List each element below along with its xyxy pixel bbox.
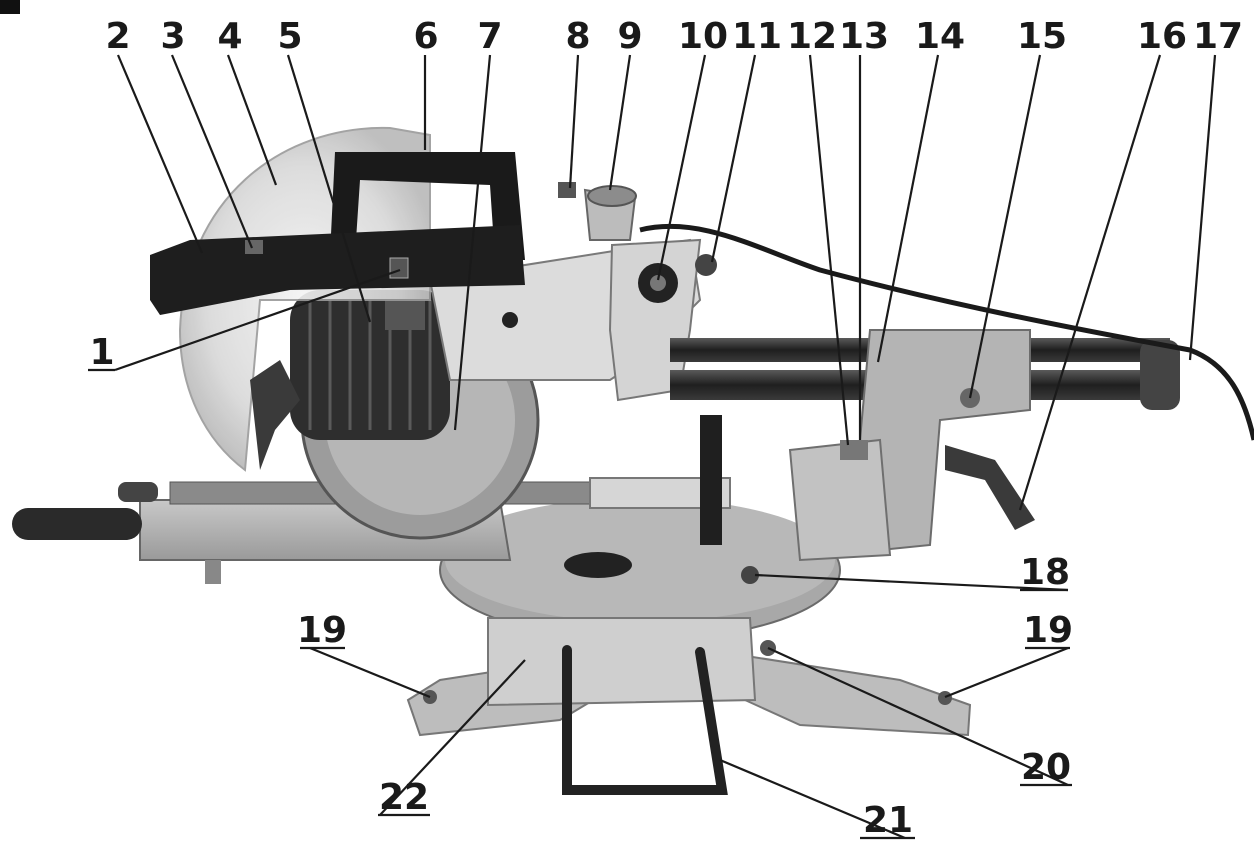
main-handle bbox=[330, 152, 525, 260]
callout-14: 14 bbox=[915, 16, 965, 57]
callout-20: 20 bbox=[1021, 747, 1071, 788]
callout-2: 2 bbox=[105, 16, 130, 57]
callout-13: 13 bbox=[839, 16, 889, 57]
callout-4: 4 bbox=[217, 16, 242, 57]
callout-labels: 2 3 4 5 6 7 8 9 10 11 12 13 14 15 16 17 … bbox=[89, 16, 1243, 841]
callout-8: 8 bbox=[565, 16, 590, 57]
carry-handle bbox=[562, 645, 728, 795]
callout-17: 17 bbox=[1193, 16, 1243, 57]
blade-guard bbox=[178, 126, 431, 472]
callout-1: 1 bbox=[89, 332, 114, 373]
power-cord bbox=[639, 223, 1254, 441]
callout-21: 21 bbox=[863, 800, 913, 841]
callout-19-right: 19 bbox=[1023, 610, 1073, 651]
leader-lines bbox=[88, 54, 1217, 840]
callout-7: 7 bbox=[477, 16, 502, 57]
base-foot-right bbox=[738, 653, 972, 737]
callout-16: 16 bbox=[1137, 16, 1187, 57]
saw-illustration bbox=[12, 126, 1254, 795]
callout-18: 18 bbox=[1020, 552, 1070, 593]
callout-9: 9 bbox=[617, 16, 642, 57]
callout-15: 15 bbox=[1017, 16, 1067, 57]
base-front-block bbox=[487, 617, 757, 707]
bevel-lock-lever bbox=[945, 445, 1035, 530]
callout-19-left: 19 bbox=[297, 610, 347, 651]
callout-11: 11 bbox=[732, 16, 782, 57]
callout-10: 10 bbox=[678, 16, 728, 57]
trigger-housing bbox=[150, 225, 525, 315]
callout-6: 6 bbox=[413, 16, 438, 57]
callout-22: 22 bbox=[379, 777, 429, 818]
callout-12: 12 bbox=[787, 16, 837, 57]
callout-3: 3 bbox=[160, 16, 185, 57]
figure-badge bbox=[0, 0, 20, 14]
callout-5: 5 bbox=[277, 16, 302, 57]
